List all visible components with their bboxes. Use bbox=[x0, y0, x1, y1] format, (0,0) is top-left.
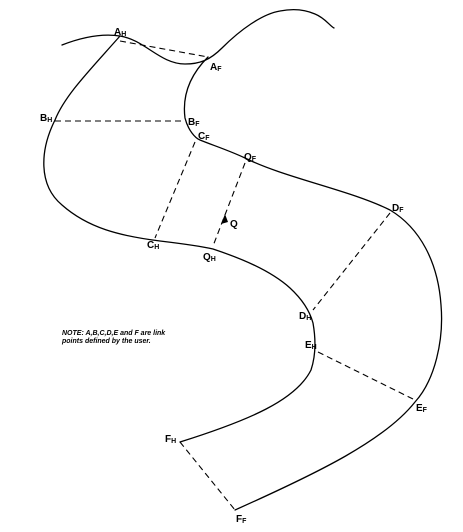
link-line-f bbox=[179, 441, 236, 511]
label-b-h: BH bbox=[40, 113, 52, 124]
q-arrow-icon bbox=[221, 214, 228, 224]
link-line-d bbox=[312, 212, 391, 311]
label-e-h: EH bbox=[305, 340, 317, 351]
label-c-f: CF bbox=[198, 131, 210, 142]
h-boundary-curve bbox=[43, 35, 316, 443]
label-a-h: AH bbox=[114, 27, 126, 38]
label-a-f: AF bbox=[210, 62, 222, 73]
label-c-h: CH bbox=[147, 240, 159, 251]
link-line-q bbox=[212, 162, 246, 247]
link-line-a bbox=[119, 40, 209, 58]
note-line-2: points defined by the user. bbox=[62, 338, 151, 345]
label-d-h: DH bbox=[299, 311, 311, 322]
f-boundary-curve bbox=[183, 56, 443, 511]
note-line-1: NOTE: A,B,C,D,E and F are link bbox=[62, 330, 166, 337]
label-e-f: EF bbox=[416, 403, 428, 414]
link-line-e bbox=[317, 351, 416, 401]
label-q-f: QF bbox=[244, 152, 257, 163]
label-q-h: QH bbox=[203, 252, 216, 263]
note-text: NOTE: A,B,C,D,E and F are link points de… bbox=[62, 330, 222, 346]
label-f-f: FF bbox=[236, 514, 247, 525]
label-f-h: FH bbox=[165, 434, 176, 445]
label-d-f: DF bbox=[392, 203, 404, 214]
label-b-f: BF bbox=[188, 117, 200, 128]
label-q: Q bbox=[230, 219, 238, 230]
link-line-c bbox=[154, 141, 196, 239]
